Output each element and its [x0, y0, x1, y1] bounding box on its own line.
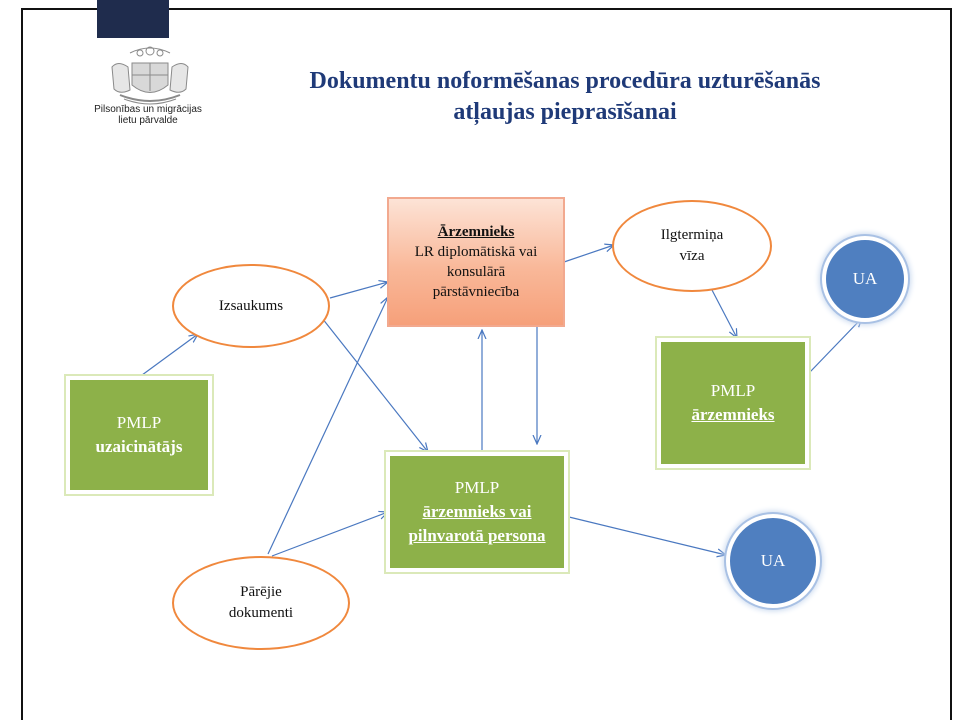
embassy-head: Ārzemnieks: [437, 224, 515, 240]
pmlp-arzemnieks-node: PMLP ārzemnieks: [655, 336, 811, 470]
ua-top-label: UA: [852, 269, 878, 288]
pmlp-center-line-1: PMLP: [454, 478, 500, 497]
coat-of-arms-logo: [111, 46, 189, 105]
arrow-pmlp-to-izsaukums: [137, 334, 198, 379]
embassy-node: Ārzemnieks LR diplomātiskā vai konsulārā…: [387, 197, 565, 327]
organization-name: Pilsonības un migrācijas lietu pārvalde: [58, 104, 238, 126]
ua-bottom-label: UA: [760, 551, 786, 570]
ua-circle-bottom: UA: [726, 514, 820, 608]
parejie-line-1: Pārējie: [240, 584, 282, 600]
pmlp-right-line-1: PMLP: [710, 381, 756, 400]
ilgtermina-line-1: Ilgtermiņa: [660, 227, 724, 243]
arrow-izsaukums-to-pmlp-center: [321, 317, 428, 452]
arrow-parejie-to-embassy: [267, 297, 388, 555]
parejie-dokumenti-node: Pārējie dokumenti: [172, 556, 350, 650]
izsaukums-node: Izsaukums: [172, 264, 330, 348]
title-line-1: Dokumentu noformēšanas procedūra uzturēš…: [309, 68, 821, 94]
ilgtermina-line-2: vīza: [679, 248, 705, 264]
slide-frame: [21, 8, 952, 720]
header-tab: [97, 0, 169, 38]
arrow-ilgtermina-to-pmlp-right: [711, 289, 737, 338]
pmlp-center-line-2: ārzemnieks vai: [422, 502, 532, 521]
embassy-line-3: pārstāvniecība: [432, 284, 520, 300]
page-title: Dokumentu noformēšanas procedūra uzturēš…: [240, 66, 890, 128]
org-line-1: Pilsonības un migrācijas: [94, 104, 202, 115]
ilgtermina-viza-node: Ilgtermiņa vīza: [612, 200, 772, 292]
pmlp-right-line-2: ārzemnieks: [691, 405, 775, 424]
arrow-embassy-to-ilgtermina: [563, 245, 614, 263]
arrow-izsaukums-to-embassy: [329, 282, 388, 299]
org-line-2: lietu pārvalde: [118, 115, 178, 126]
title-line-2: atļaujas pieprasīšanai: [453, 99, 677, 125]
parejie-line-2: dokumenti: [228, 605, 294, 621]
ua-circle-top: UA: [822, 236, 908, 322]
embassy-line-2: konsulārā: [446, 264, 506, 280]
pmlp-left-line-1: PMLP: [116, 413, 162, 432]
arrow-parejie-to-pmlp-center: [271, 512, 388, 557]
pmlp-left-line-2: uzaicinātājs: [95, 437, 183, 456]
arrow-pmlp-right-to-ua-top: [809, 318, 862, 373]
pmlp-uzaicinatajs-node: PMLP uzaicinātājs: [64, 374, 214, 496]
pmlp-center-line-3: pilnvarotā persona: [408, 526, 546, 545]
arrow-pmlp-center-to-ua-bottom: [568, 516, 726, 555]
izsaukums-label: Izsaukums: [218, 297, 284, 314]
embassy-line-1: LR diplomātiskā vai: [414, 244, 538, 260]
pmlp-arzemnieks-pilnvarota-node: PMLP ārzemnieks vai pilnvarotā persona: [384, 450, 570, 574]
